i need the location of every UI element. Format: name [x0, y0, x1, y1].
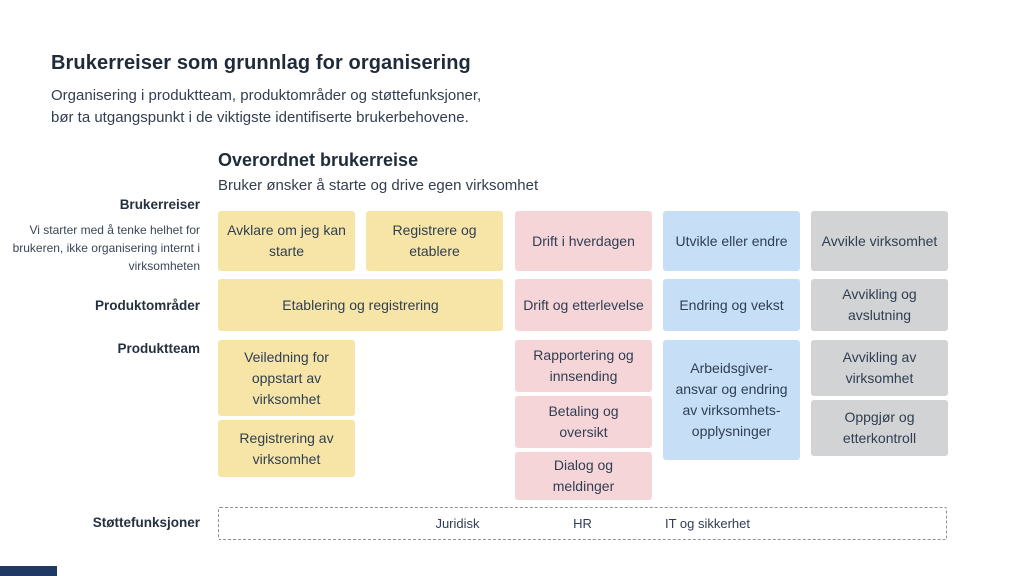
support-item-hr: HR [573, 516, 592, 531]
team-oppgjor: Oppgjør og etterkontroll [811, 400, 948, 456]
team-avvikling-label: Avvikling av virksomhet [842, 349, 917, 386]
journey-registrere-label: Registrere og etablere [392, 222, 477, 259]
team-arbeidsgiveransvar-label: Arbeidsgiver-ansvar og endring av virkso… [675, 360, 788, 439]
area-etablering-label: Etablering og registrering [282, 296, 439, 313]
row-label-stottefunksjoner: Støttefunksjoner [92, 515, 200, 530]
area-drift-label: Drift og etterlevelse [523, 296, 644, 313]
area-drift: Drift og etterlevelse [515, 279, 652, 331]
area-endring-label: Endring og vekst [679, 296, 784, 313]
area-etablering: Etablering og registrering [218, 279, 503, 331]
area-avvikling-label: Avvikling og avslutning [842, 286, 917, 323]
journey-utvikle: Utvikle eller endre [663, 211, 800, 271]
team-registrering-label: Registrering av virksomhet [239, 429, 334, 467]
row-label-produktteam: Produktteam [117, 341, 200, 356]
team-avvikling: Avvikling av virksomhet [811, 340, 948, 396]
slide-progress-bar [0, 566, 57, 576]
team-registrering: Registrering av virksomhet [218, 420, 355, 477]
team-dialog-label: Dialog og meldinger [552, 457, 615, 494]
team-veiledning-label: Veiledning for oppstart av virksomhet [244, 348, 329, 407]
support-item-it-og-sikkerhet: IT og sikkerhet [664, 516, 751, 531]
journey-drift-label: Drift i hverdagen [532, 232, 635, 249]
team-veiledning: Veiledning for oppstart av virksomhet [218, 340, 355, 416]
area-endring: Endring og vekst [663, 279, 800, 331]
team-oppgjor-label: Oppgjør og etterkontroll [842, 409, 917, 446]
journey-avklare: Avklare om jeg kan starte [218, 211, 355, 271]
journey-avvikle: Avvikle virksomhet [811, 211, 948, 271]
page-subtitle: Organisering i produktteam, produktområd… [51, 85, 481, 129]
journey-utvikle-label: Utvikle eller endre [675, 232, 788, 249]
page-subtitle-line2: bør ta utgangspunkt i de viktigste ident… [51, 109, 469, 126]
support-item-juridisk: Juridisk [435, 516, 480, 531]
team-dialog: Dialog og meldinger [515, 452, 652, 500]
page-title: Brukerreiser som grunnlag for organiseri… [51, 52, 471, 74]
row-label-brukerreiser: Brukerreiser [119, 197, 200, 212]
support-functions-box: Juridisk HR IT og sikkerhet [218, 507, 947, 540]
journey-registrere: Registrere og etablere [366, 211, 503, 271]
row-note-brukerreiser: Vi starter med å tenke helhet for bruker… [12, 223, 200, 273]
journey-drift: Drift i hverdagen [515, 211, 652, 271]
team-betaling-label: Betaling og oversikt [548, 403, 619, 440]
team-betaling: Betaling og oversikt [515, 396, 652, 448]
area-avvikling: Avvikling og avslutning [811, 279, 948, 331]
team-rapportering: Rapportering og innsending [515, 340, 652, 392]
row-label-produktomrader: Produktområder [94, 298, 200, 313]
team-rapportering-label: Rapportering og innsending [533, 347, 634, 384]
journey-avklare-label: Avklare om jeg kan starte [227, 222, 346, 259]
page-subtitle-line1: Organisering i produktteam, produktområd… [51, 87, 482, 104]
section-title: Overordnet brukerreise [218, 150, 419, 170]
team-arbeidsgiveransvar: Arbeidsgiver-ansvar og endring av virkso… [663, 340, 800, 460]
section-subtitle: Bruker ønsker å starte og drive egen vir… [218, 177, 539, 194]
journey-avvikle-label: Avvikle virksomhet [821, 232, 938, 249]
